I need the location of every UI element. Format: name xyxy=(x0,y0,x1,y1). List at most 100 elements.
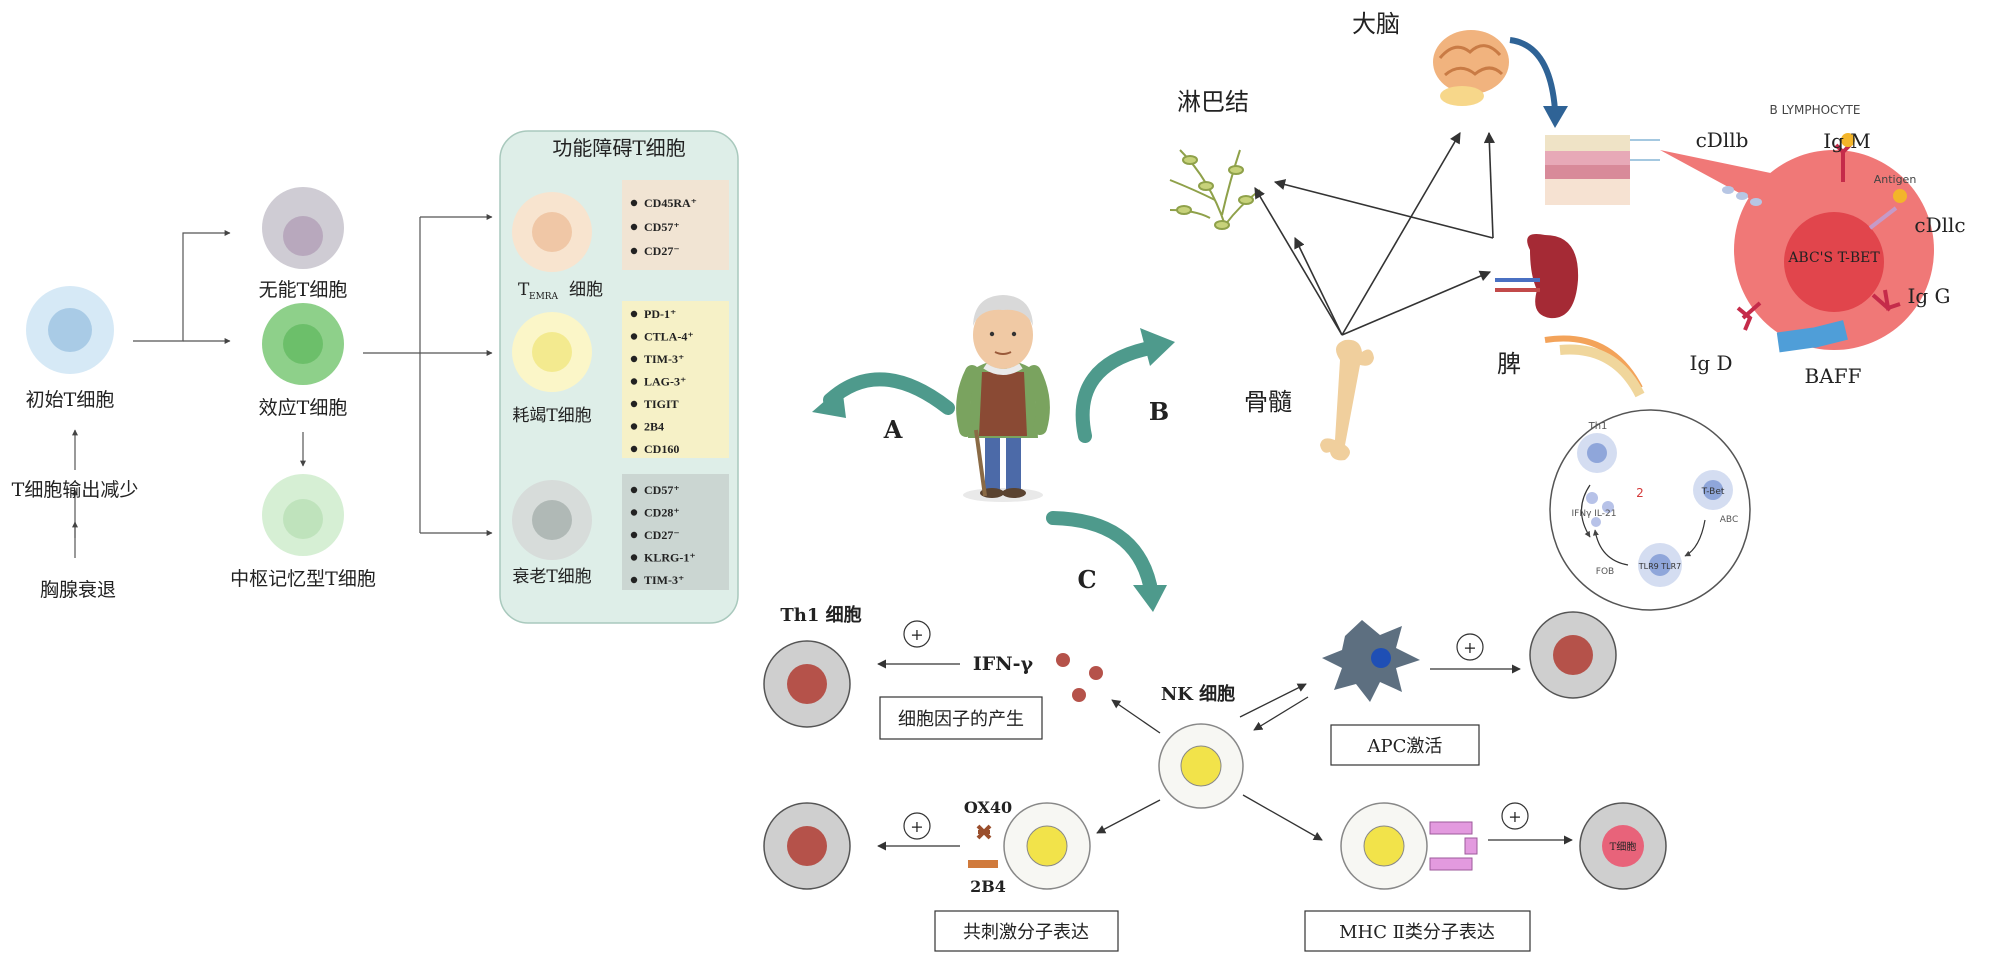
mhc-plus: + xyxy=(1508,807,1521,826)
marker-bullet xyxy=(630,486,638,494)
baff-label: BAFF xyxy=(1805,364,1862,388)
inset-tbet-label: T-Bet xyxy=(1701,487,1725,497)
costim-plus-circle xyxy=(903,812,931,840)
mhc-nk-cell xyxy=(1340,802,1478,890)
temra-cell-core xyxy=(532,212,572,252)
marker-item: CD28⁺ xyxy=(644,506,680,520)
marker-item: 2B4 xyxy=(644,420,664,434)
inset-two-label: 2 xyxy=(1636,486,1644,500)
mhc-t-cell xyxy=(1579,802,1667,890)
marker-bullet xyxy=(630,333,638,340)
igd-label: Ig D xyxy=(1689,351,1732,375)
nk-cell xyxy=(1158,723,1244,809)
cytokine-box xyxy=(879,696,1043,740)
costim-label: 共刺激分子表达 xyxy=(963,922,1089,943)
arrow-a xyxy=(812,372,955,418)
costim-target-cell xyxy=(763,802,851,890)
thymus-label: 胸腺衰退 xyxy=(40,579,116,601)
apc-to-nk-arrow xyxy=(1253,696,1309,731)
nk-to-costim-arrow xyxy=(1096,799,1161,834)
inset-tlr-label: TLR9 TLR7 xyxy=(1638,562,1682,571)
ifn-gamma-label: IFN-γ xyxy=(973,653,1034,675)
marker-item: TIGIT xyxy=(644,397,679,411)
th1-cell-title: Th1 细胞 xyxy=(780,604,861,626)
marker-bullet xyxy=(630,223,638,231)
marker-item: CD160 xyxy=(644,442,679,456)
marker-item: CD45RA⁺ xyxy=(644,196,697,210)
bone-illustration xyxy=(1320,339,1374,461)
marker-item: CD27⁻ xyxy=(644,528,680,542)
brain-label: 大脑 xyxy=(1352,10,1400,38)
apc-plus: + xyxy=(1463,638,1476,657)
marker-bullet xyxy=(630,247,638,255)
brain-illustration xyxy=(1433,30,1509,106)
two-b4-label: 2B4 xyxy=(970,877,1006,896)
dysfunctional-title: 功能障碍T细胞 xyxy=(552,136,685,160)
vessel-illustration xyxy=(1544,335,1645,398)
dysfunctional-t-cell-panel: 功能障碍T细胞 T EMRA 细胞 耗竭T细胞 衰老T细胞 CD45RA⁺CD5… xyxy=(499,130,739,624)
marker-bullet xyxy=(630,509,638,516)
marker-bullet xyxy=(630,445,638,453)
mhc-plus-circle xyxy=(1501,802,1529,830)
naive-branch-connector xyxy=(133,230,231,344)
marker-bullet xyxy=(630,576,638,584)
bone-marrow-label: 骨髓 xyxy=(1244,388,1292,416)
nk-to-apc-arrow xyxy=(1239,683,1307,718)
apc-activation-label: APC激活 xyxy=(1367,736,1443,757)
apc-target-cell xyxy=(1529,611,1617,699)
antigen-label: Antigen xyxy=(1874,173,1917,186)
senescent-marker-box xyxy=(622,474,729,590)
spleen-illustration xyxy=(1495,234,1579,319)
central-memory-t-cell xyxy=(262,474,344,556)
effector-t-cell-label: 效应T细胞 xyxy=(259,397,348,419)
inset-ifn-il-label: IFNγ IL-21 xyxy=(1572,509,1617,519)
arrow-c-label: C xyxy=(1077,565,1096,594)
ox40-receptor xyxy=(968,824,998,868)
senescent-cell-core xyxy=(532,500,572,540)
arrow-a-label: A xyxy=(883,415,903,444)
central-memory-t-cell-label: 中枢记忆型T细胞 xyxy=(230,568,376,590)
inset-th1-label: Th1 xyxy=(1588,421,1608,432)
exhausted-label: 耗竭T细胞 xyxy=(512,406,591,426)
marker-item: CD57⁺ xyxy=(644,483,680,497)
temra-label-suffix: 细胞 xyxy=(569,280,603,300)
marker-item: CD57⁺ xyxy=(644,220,680,234)
marker-bullet xyxy=(630,531,638,539)
organ-network-arrows xyxy=(1254,131,1495,336)
marker-bullet xyxy=(630,554,638,561)
marker-bullet xyxy=(630,423,638,430)
b-lymphocyte-cell xyxy=(1660,133,1934,353)
lymph-node-label: 淋巴结 xyxy=(1177,88,1249,116)
marker-bullet xyxy=(630,355,638,363)
nk-to-mhc-arrow xyxy=(1242,794,1323,841)
marker-bullet xyxy=(630,199,638,207)
igg-label: Ig G xyxy=(1907,284,1950,308)
marker-item: KLRG-1⁺ xyxy=(644,551,696,565)
output-reduction-label: T细胞输出减少 xyxy=(12,479,139,501)
costim-nk-cell xyxy=(1003,802,1091,890)
costim-plus: + xyxy=(910,817,923,836)
apc-dendritic-cell xyxy=(1322,620,1420,702)
cytokine-label: 细胞因子的产生 xyxy=(898,709,1024,730)
temra-label-main: T xyxy=(518,280,530,300)
marker-item: TIM-3⁺ xyxy=(644,352,684,366)
cd11b-label: cDllb xyxy=(1696,128,1749,152)
inset-fob-label: FOB xyxy=(1596,567,1614,577)
temra-marker-list: CD45RA⁺ CD57⁺ CD27⁻ xyxy=(630,196,697,258)
elderly-person-illustration xyxy=(956,295,1050,502)
marker-item: CD27⁻ xyxy=(644,244,680,258)
marker-bullet xyxy=(630,378,638,385)
th1-plus: + xyxy=(910,625,923,644)
marker-item: PD-1⁺ xyxy=(644,307,676,321)
naive-t-cell xyxy=(26,286,114,374)
th1-plus-circle xyxy=(903,620,931,648)
abc-differentiation-inset xyxy=(1549,409,1751,611)
temra-label-sub: EMRA xyxy=(529,292,559,302)
ox40-label: OX40 xyxy=(964,798,1012,817)
effector-branch-connector xyxy=(363,214,493,536)
anergic-t-cell xyxy=(262,187,344,269)
mhc-t-cell-label: T细胞 xyxy=(1610,840,1637,853)
cd11c-label: cDllc xyxy=(1914,213,1965,237)
brain-to-skin-arrowhead xyxy=(1543,106,1568,128)
